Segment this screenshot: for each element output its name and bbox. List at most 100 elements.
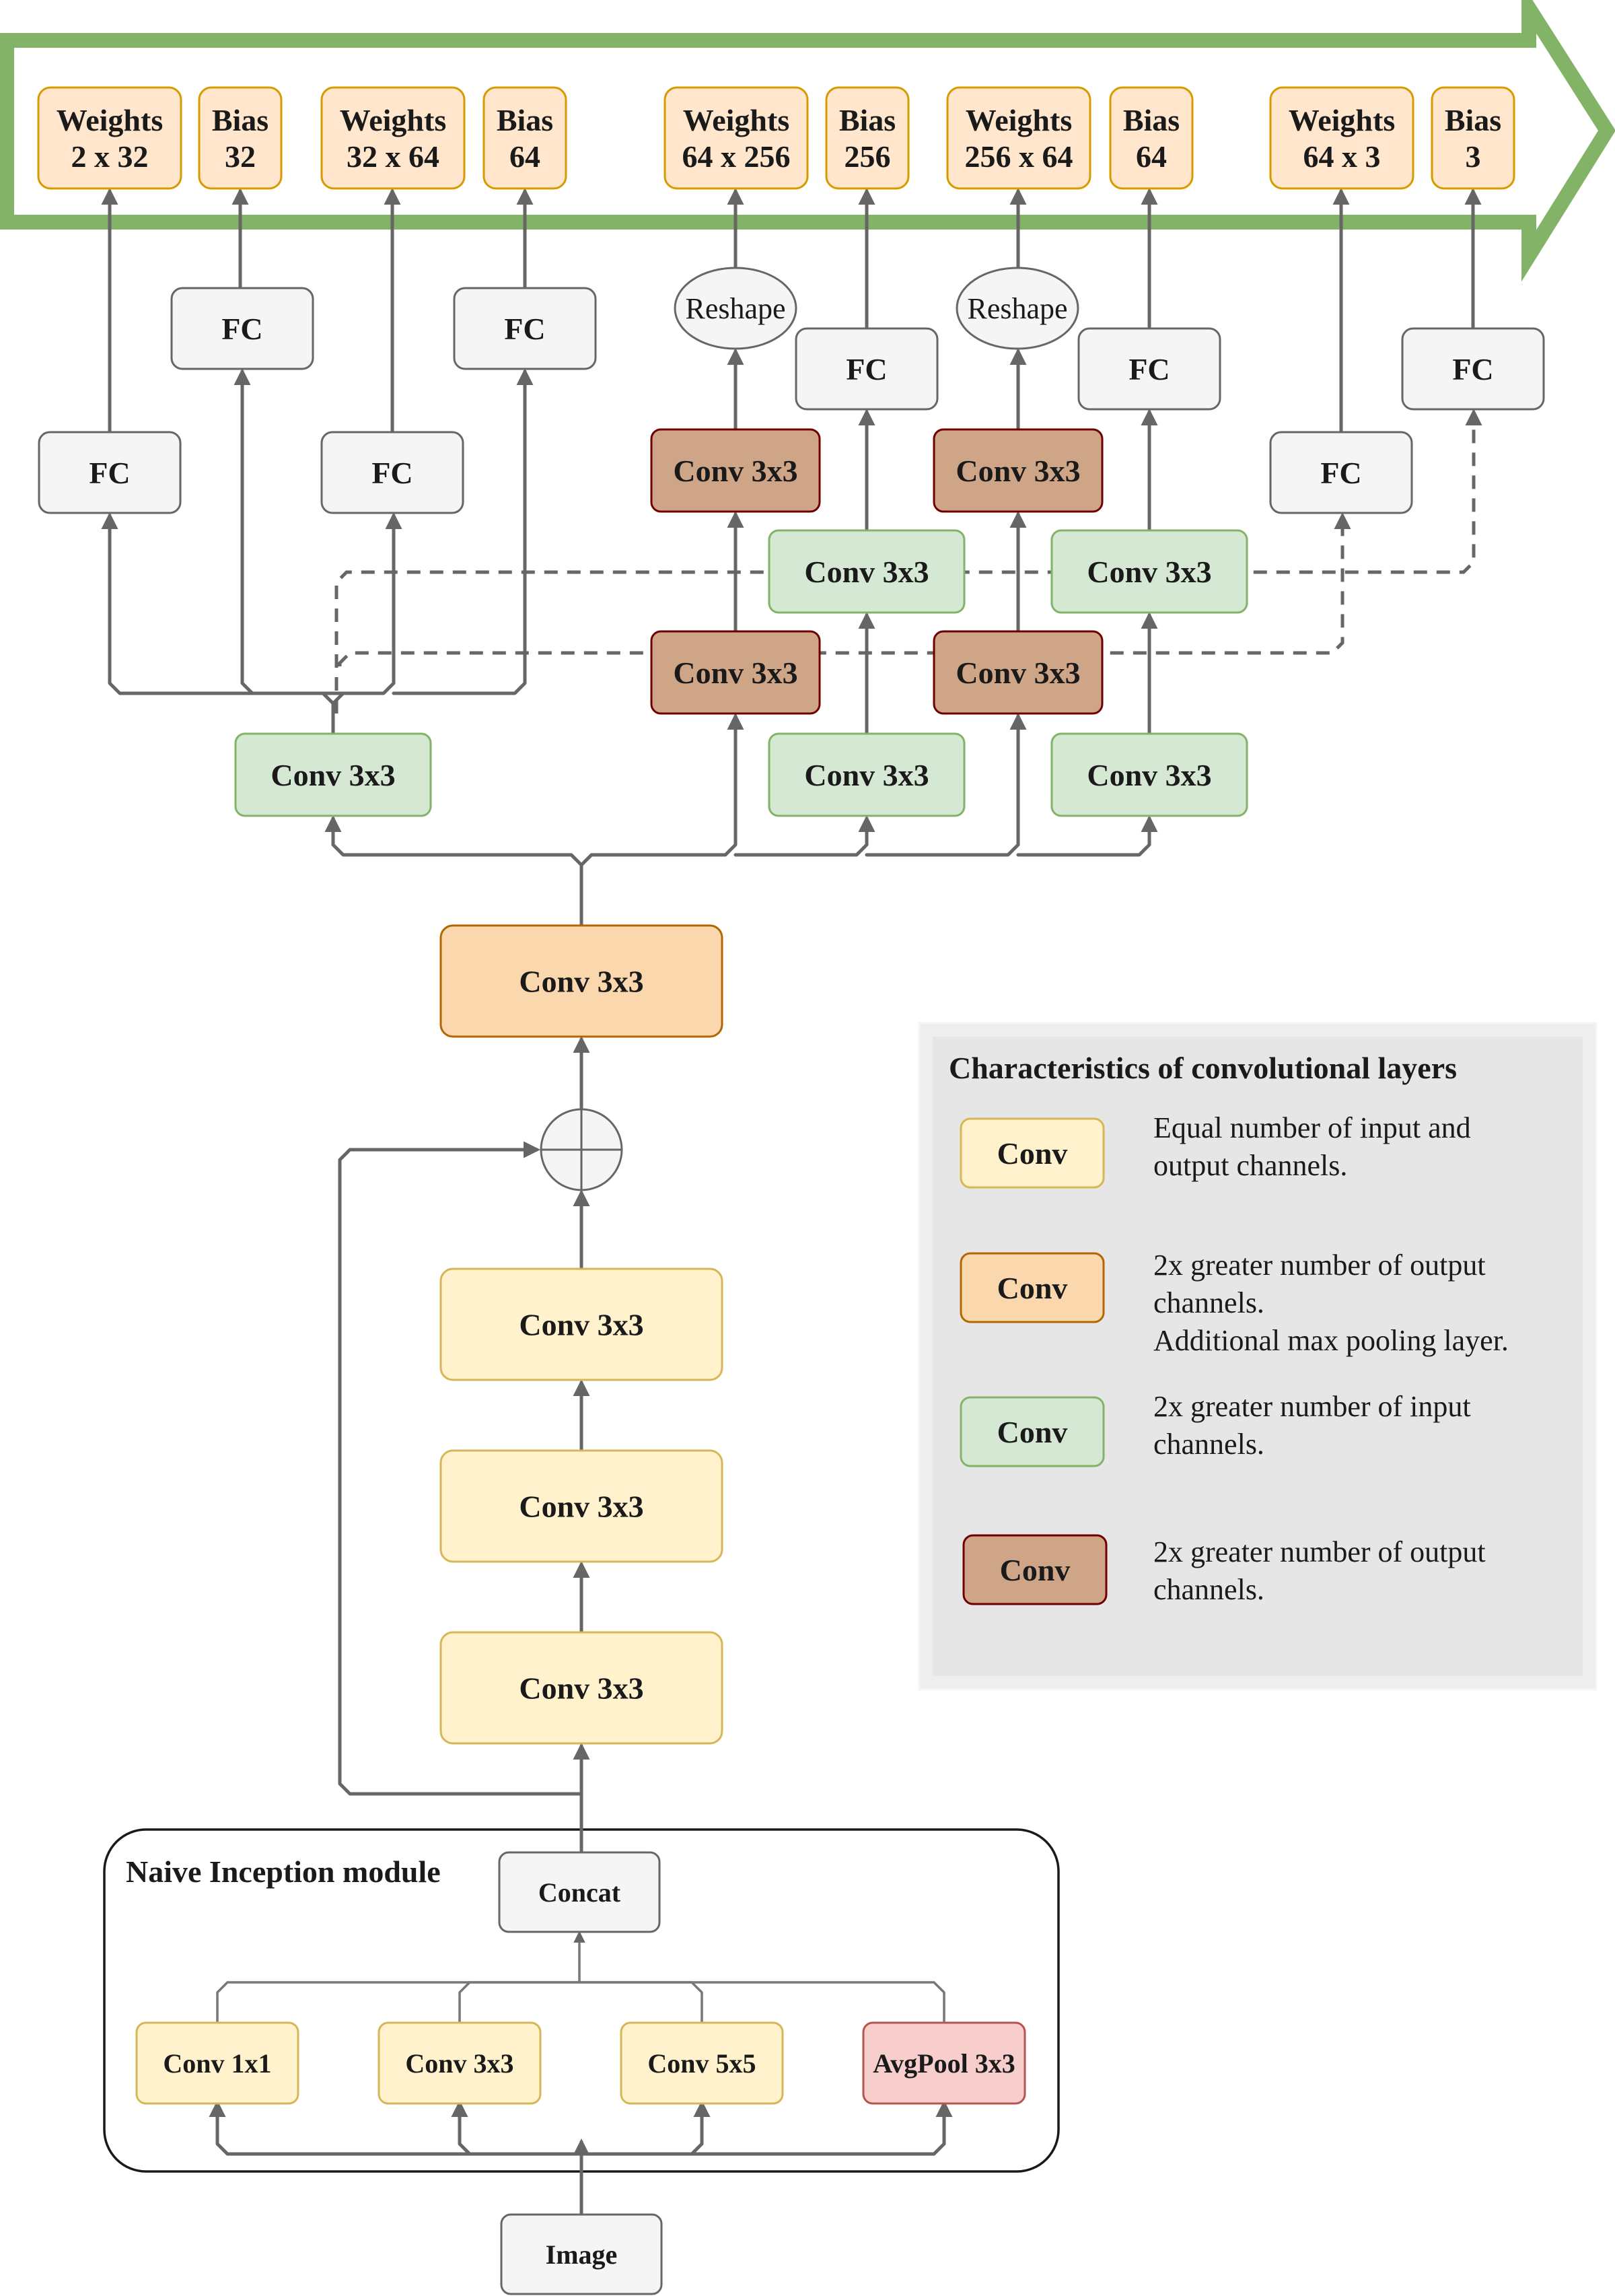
conv-yellow-3[interactable]: Conv 3x3 xyxy=(439,1267,723,1381)
edge-g1-fc1 xyxy=(101,512,335,736)
conv-green-mid-2[interactable]: Conv 3x3 xyxy=(1050,529,1248,614)
conv-orange-main-shape xyxy=(439,924,723,1038)
legend-swatch-label: Conv xyxy=(997,1415,1068,1449)
inception-conv-5x5[interactable]: Conv 5x5 xyxy=(620,2021,784,2105)
conv-green-mid-1-shape xyxy=(768,529,966,614)
edge-g1-fc2b xyxy=(234,368,254,695)
conv-green-low-3-label: Conv 3x3 xyxy=(1087,758,1211,792)
conv-yellow-1[interactable]: Conv 3x3 xyxy=(439,1631,723,1745)
edge-split-3x3 xyxy=(451,2100,583,2156)
conv-brown-mid-2[interactable]: Conv 3x3 xyxy=(933,630,1104,715)
param-b5-label: 3 xyxy=(1466,139,1481,174)
reshape-1-shape xyxy=(674,267,797,350)
image-input[interactable]: Image xyxy=(500,2213,663,2295)
reshape-1-label: Reshape xyxy=(685,292,785,325)
fc-6[interactable]: FC xyxy=(795,327,939,411)
fc-3-label: FC xyxy=(371,456,412,490)
edge-merge-pool xyxy=(579,1981,945,2023)
conv-brown-top-2-shape xyxy=(933,428,1104,513)
conv-green-mid-1[interactable]: Conv 3x3 xyxy=(768,529,966,614)
conv-brown-top-1-label: Conv 3x3 xyxy=(673,454,797,488)
legend-description: channels. xyxy=(1153,1428,1264,1461)
legend-swatch-label: Conv xyxy=(1000,1553,1071,1587)
fc-10[interactable]: FC xyxy=(1401,327,1545,411)
inception-conv-5x5-label: Conv 5x5 xyxy=(647,2048,756,2079)
param-b4-label: 64 xyxy=(1136,139,1167,174)
concat-node[interactable]: Concat xyxy=(498,1851,661,1933)
param-w1-label: 2 x 32 xyxy=(71,139,149,174)
conv-yellow-1-label: Conv 3x3 xyxy=(519,1671,643,1706)
reshape-2[interactable]: Reshape xyxy=(956,267,1079,350)
fc-8[interactable]: FC xyxy=(1077,327,1221,411)
edge-merge-5x5 xyxy=(579,1981,703,2023)
conv-yellow-2-label: Conv 3x3 xyxy=(519,1490,643,1524)
inception-avgpool[interactable]: AvgPool 3x3 xyxy=(862,2021,1026,2105)
legend-description: 2x greater number of input xyxy=(1153,1390,1471,1423)
legend-description: 2x greater number of output xyxy=(1153,1535,1486,1568)
legend-description: 2x greater number of output xyxy=(1153,1249,1486,1282)
conv-green-low-3[interactable]: Conv 3x3 xyxy=(1050,732,1248,817)
conv-orange-main[interactable]: Conv 3x3 xyxy=(439,924,723,1038)
inception-conv-3x3[interactable]: Conv 3x3 xyxy=(378,2021,542,2105)
fc-9[interactable]: FC xyxy=(1269,431,1413,514)
legend-item-green: Conv 2x greater number of input channels. xyxy=(960,1390,1471,1467)
conv-green-low-1[interactable]: Conv 3x3 xyxy=(234,732,432,817)
conv-green-mid-1-label: Conv 3x3 xyxy=(804,555,929,589)
fc-2-label: FC xyxy=(221,312,262,346)
conv-yellow-2[interactable]: Conv 3x3 xyxy=(439,1449,723,1563)
edge-fan-green3 xyxy=(1016,815,1158,857)
fc-4-shape xyxy=(453,287,597,370)
fc-8-shape xyxy=(1077,327,1221,411)
param-b2-label: 64 xyxy=(509,139,540,174)
reshape-1[interactable]: Reshape xyxy=(674,267,797,350)
legend-swatch-label: Conv xyxy=(997,1271,1068,1305)
edge-split-5x5 xyxy=(579,2100,711,2156)
legend-swatch-yellow xyxy=(960,1117,1105,1189)
param-b4-shape xyxy=(1109,86,1194,190)
fc-3-shape xyxy=(320,431,464,514)
residual-add-node[interactable] xyxy=(540,1108,623,1191)
inception-avgpool-shape xyxy=(862,2021,1026,2105)
reshape-2-label: Reshape xyxy=(967,292,1067,325)
legend-swatch-brown xyxy=(962,1534,1108,1605)
param-b3-label: 256 xyxy=(845,139,891,174)
legend-description: output channels. xyxy=(1153,1149,1347,1182)
param-w1-shape xyxy=(37,86,182,190)
fc-4[interactable]: FC xyxy=(453,287,597,370)
param-w5-label: 64 x 3 xyxy=(1303,139,1381,174)
fc-1-label: FC xyxy=(89,456,130,490)
conv-brown-top-1[interactable]: Conv 3x3 xyxy=(650,428,821,513)
param-b1-label: 32 xyxy=(225,139,256,174)
conv-brown-mid-1-shape xyxy=(650,630,821,715)
conv-brown-top-2[interactable]: Conv 3x3 xyxy=(933,428,1104,513)
fc-6-shape xyxy=(795,327,939,411)
fc-3[interactable]: FC xyxy=(320,431,464,514)
fc-2[interactable]: FC xyxy=(170,287,314,370)
concat-node-shape xyxy=(498,1851,661,1933)
fc-8-label: FC xyxy=(1128,352,1170,386)
param-w5-shape xyxy=(1269,86,1414,190)
reshape-2-shape xyxy=(956,267,1079,350)
conv-green-low-2-shape xyxy=(768,732,966,817)
inception-conv-1x1-shape xyxy=(135,2021,299,2105)
conv-brown-mid-1[interactable]: Conv 3x3 xyxy=(650,630,821,715)
conv-green-low-2[interactable]: Conv 3x3 xyxy=(768,732,966,817)
inception-conv-1x1[interactable]: Conv 1x1 xyxy=(135,2021,299,2105)
fc-1[interactable]: FC xyxy=(38,431,182,514)
conv-brown-mid-2-shape xyxy=(933,630,1104,715)
param-w2-label: 32 x 64 xyxy=(347,139,439,174)
param-w4-shape xyxy=(946,86,1091,190)
inception-title: Naive Inception module xyxy=(126,1854,441,1889)
